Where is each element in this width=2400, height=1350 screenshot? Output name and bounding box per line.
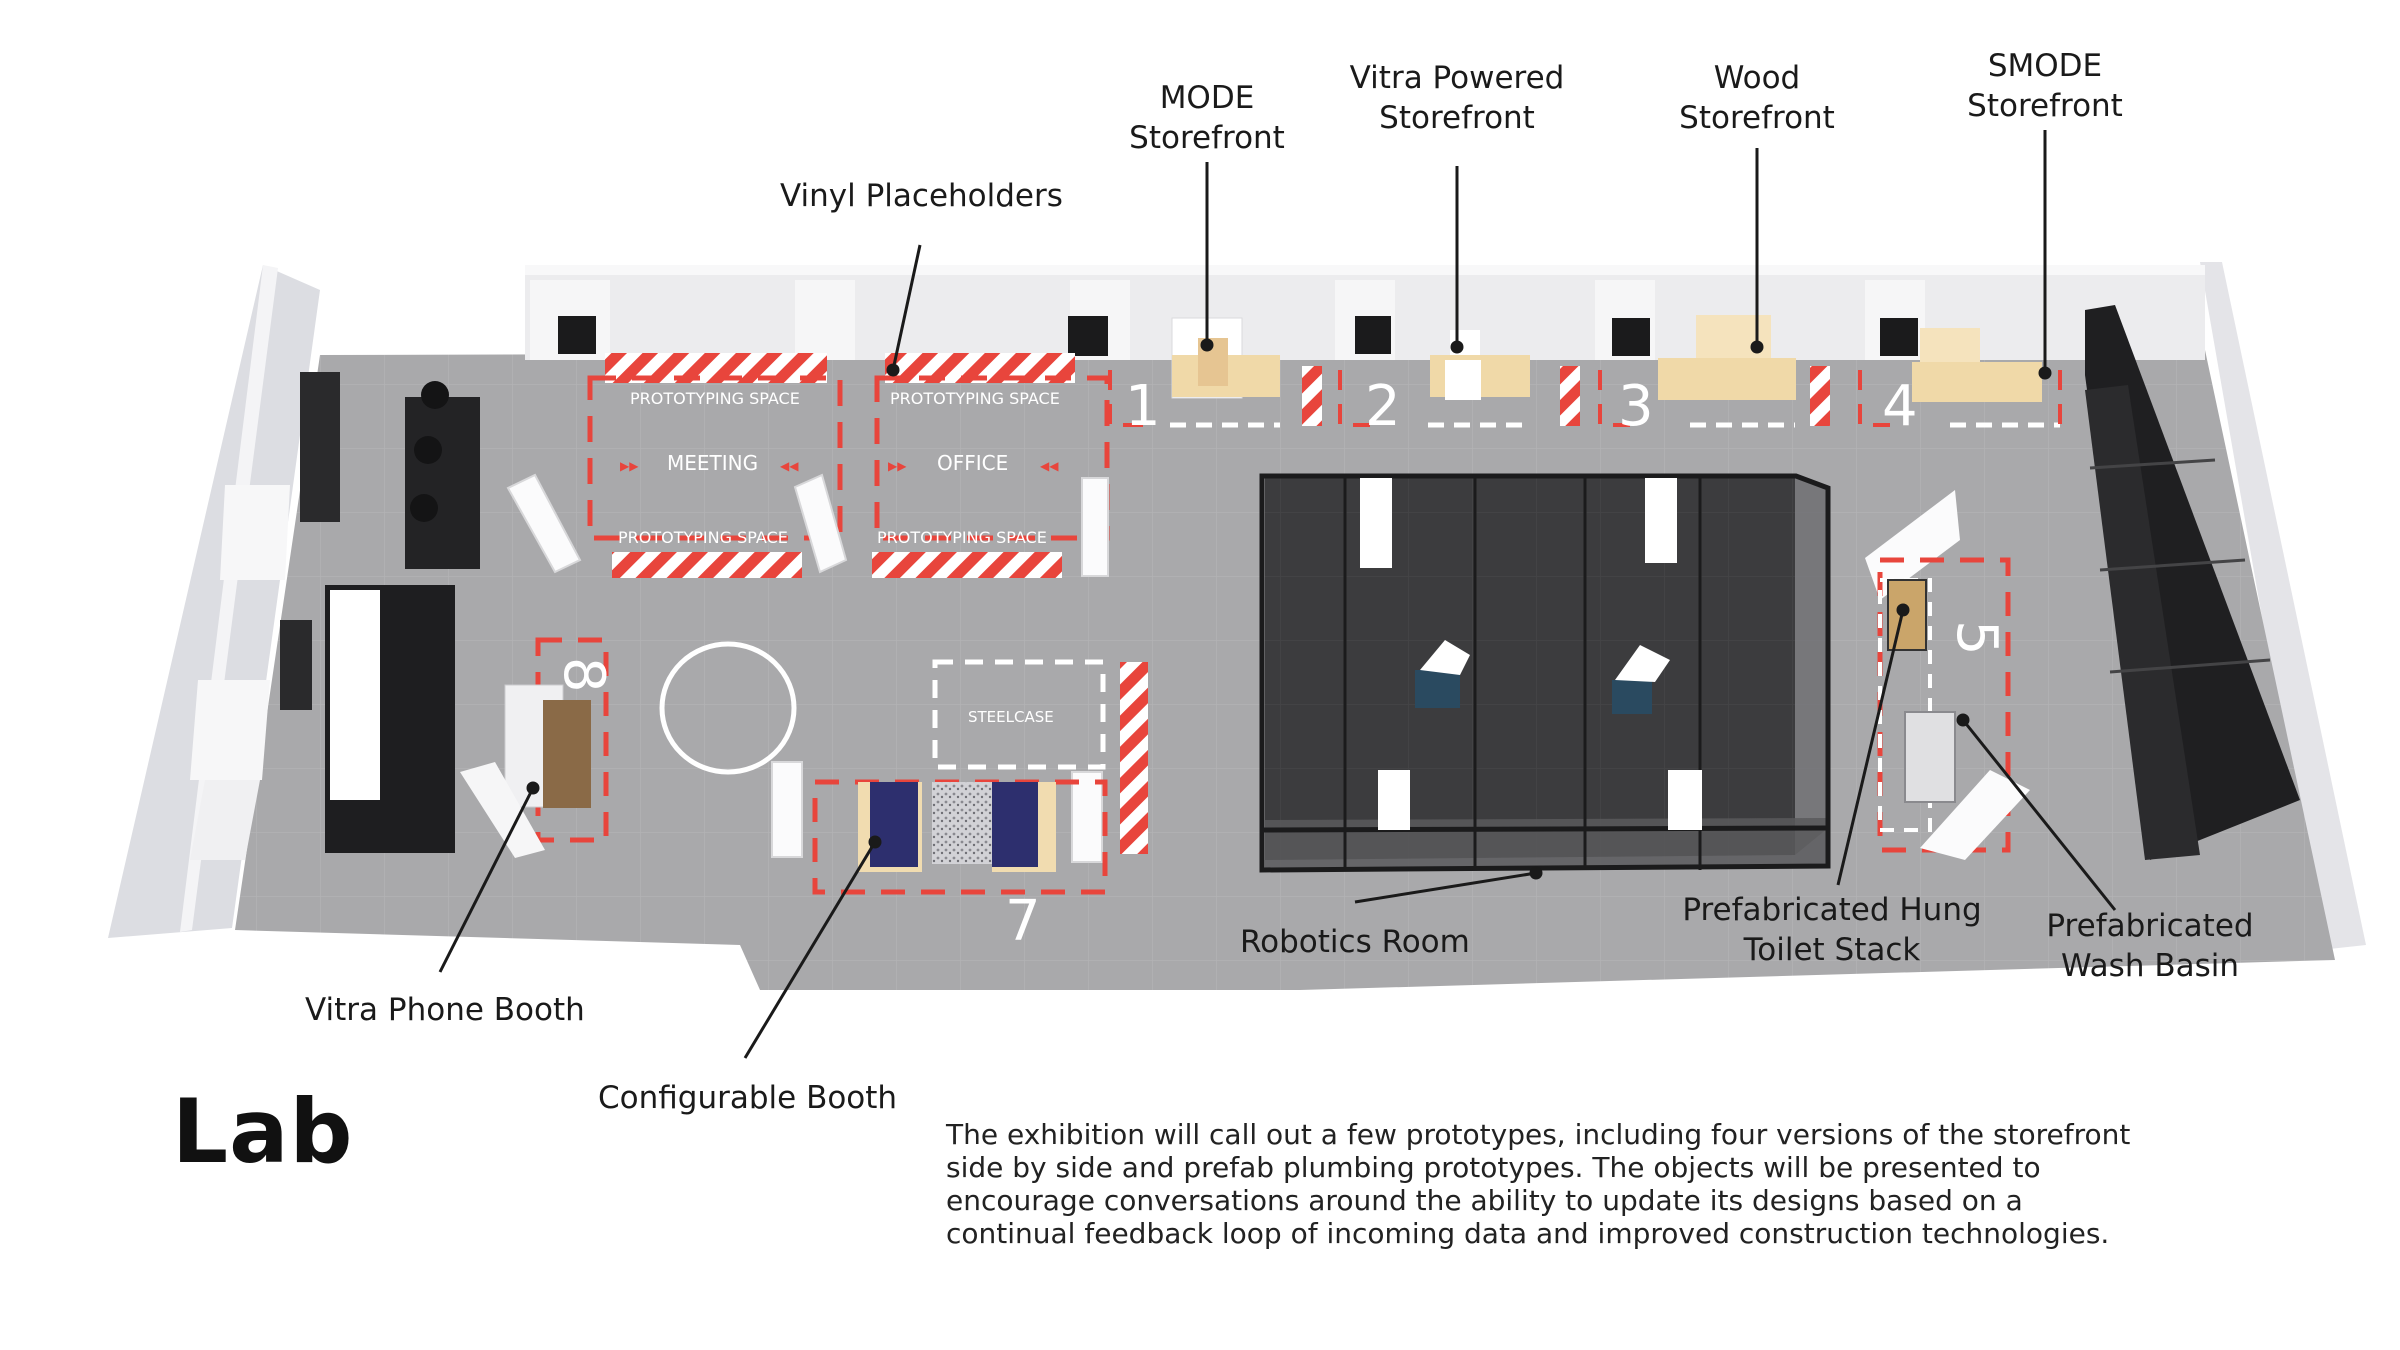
prototyping-space-label: PROTOTYPING SPACE	[630, 389, 800, 408]
callout-vitra-phone-booth: Vitra Phone Booth	[305, 990, 585, 1030]
prototyping-zone-frames	[587, 375, 1110, 541]
back-wall-windows	[558, 316, 1918, 356]
counter-top	[330, 590, 380, 800]
vinyl-strip	[872, 552, 1062, 578]
callout-line: Wood	[1713, 60, 1801, 96]
description-line: side by side and prefab plumbing prototy…	[946, 1151, 2041, 1184]
prototyping-space-label: PROTOTYPING SPACE	[877, 528, 1047, 547]
phone-booth-wood	[543, 700, 591, 808]
left-end-wall	[108, 265, 320, 938]
prototyping-space-label: PROTOTYPING SPACE	[618, 528, 788, 547]
meeting-label: MEETING	[667, 451, 758, 475]
basin-counter	[1920, 770, 2030, 860]
zone-number-7: 7	[1005, 889, 1041, 954]
robotics-room-floor	[1265, 478, 1795, 860]
callout-line: Vinyl Placeholders	[780, 178, 1063, 214]
callout-line: Prefabricated Hung	[1682, 892, 1982, 928]
zone-number-5: 5	[1944, 620, 2009, 656]
callout-line: SMODE	[1987, 48, 2103, 84]
zone-number-1: 1	[1125, 374, 1161, 439]
page-title: Lab	[172, 1080, 354, 1183]
callout-prefab-toilet-stack: Prefabricated Hung Toilet Stack	[1682, 890, 1982, 970]
callout-vitra-powered-storefront: Vitra Powered Storefront	[1347, 58, 1567, 138]
robotics-room-glass-right	[1795, 478, 1828, 855]
zone-numbers: 1 2 3 4 5 7 8	[551, 374, 2009, 954]
bench	[405, 397, 480, 569]
zone-number-4: 4	[1882, 374, 1918, 439]
callout-line: Prefabricated	[2046, 908, 2254, 944]
callout-mode-storefront: MODE Storefront	[1127, 78, 1287, 158]
prototyping-space-label: PROTOTYPING SPACE	[890, 389, 1060, 408]
zone-number-3: 3	[1618, 374, 1654, 439]
description-line: The exhibition will call out a few proto…	[946, 1118, 2131, 1151]
arrow-glyphs: ◀◀	[1040, 459, 1059, 473]
callout-line: Configurable Booth	[598, 1080, 898, 1116]
callout-vinyl-placeholders: Vinyl Placeholders	[780, 176, 1063, 216]
callout-line: Robotics Room	[1240, 924, 1470, 960]
zone-name-labels: ▶▶ MEETING ◀◀ ▶▶ OFFICE ◀◀ STEELCASE	[620, 451, 1059, 726]
zone-number-8: 8	[551, 657, 616, 693]
description-line: encourage conversations around the abili…	[946, 1184, 2023, 1217]
description-paragraph: The exhibition will call out a few proto…	[946, 1118, 2146, 1250]
round-objects	[410, 381, 449, 522]
smode-storefront-shape	[1912, 328, 2042, 402]
phone-booth-bench	[460, 762, 545, 858]
vinyl-strip	[612, 552, 802, 578]
callout-wood-storefront: Wood Storefront	[1677, 58, 1837, 138]
vinyl-strip	[1120, 662, 1148, 854]
callout-configurable-booth: Configurable Booth	[598, 1078, 897, 1118]
callout-robotics-room: Robotics Room	[1240, 922, 1470, 962]
arrow-glyphs: ◀◀	[780, 459, 799, 473]
callout-line: Storefront	[1679, 100, 1835, 136]
callout-prefab-wash-basin: Prefabricated Wash Basin	[2040, 906, 2260, 986]
configurable-booth-shape	[858, 782, 1056, 872]
callout-line: Vitra Powered	[1349, 60, 1565, 96]
partition-panels	[506, 473, 1109, 863]
storefront-frames	[1108, 370, 2062, 427]
back-wall-top	[525, 265, 2205, 275]
prefab-wall-unit	[1865, 490, 1960, 600]
right-shelving-face	[2085, 385, 2200, 860]
robot-arms	[1415, 640, 1670, 714]
arrow-glyphs: ▶▶	[888, 459, 907, 473]
callout-line: Storefront	[1379, 100, 1535, 136]
office-label: OFFICE	[937, 451, 1008, 475]
callout-leaders	[438, 130, 2117, 1059]
steelcase-label: STEELCASE	[968, 708, 1054, 726]
robotics-room-columns	[1360, 478, 1702, 830]
callout-line: Storefront	[1129, 120, 1285, 156]
steelcase-frame	[932, 659, 1106, 770]
wash-basin-shape	[1904, 711, 1956, 803]
arrow-glyphs: ▶▶	[620, 459, 639, 473]
floor-circle	[659, 641, 797, 775]
left-doors	[190, 372, 340, 860]
prototyping-space-labels: PROTOTYPING SPACE PROTOTYPING SPACE PROT…	[618, 389, 1060, 547]
zone-number-2: 2	[1365, 374, 1401, 439]
callout-line: MODE	[1159, 80, 1255, 116]
callout-smode-storefront: SMODE Storefront	[1965, 46, 2125, 126]
callout-line: Vitra Phone Booth	[305, 992, 585, 1028]
callout-line: Storefront	[1967, 88, 2123, 124]
robotics-room-frame	[1259, 473, 1831, 873]
vitra-powered-storefront-shape	[1430, 330, 1530, 400]
storefront-separators	[1302, 366, 1830, 426]
right-end-wall	[2200, 262, 2366, 950]
description-line: continual feedback loop of incoming data…	[946, 1217, 2110, 1250]
shelf-lines	[2089, 458, 2271, 674]
mode-storefront-shape	[1171, 317, 1280, 399]
callout-line: Toilet Stack	[1743, 932, 1921, 968]
callout-line: Wash Basin	[2061, 948, 2239, 984]
zone-8-frame	[535, 637, 609, 843]
